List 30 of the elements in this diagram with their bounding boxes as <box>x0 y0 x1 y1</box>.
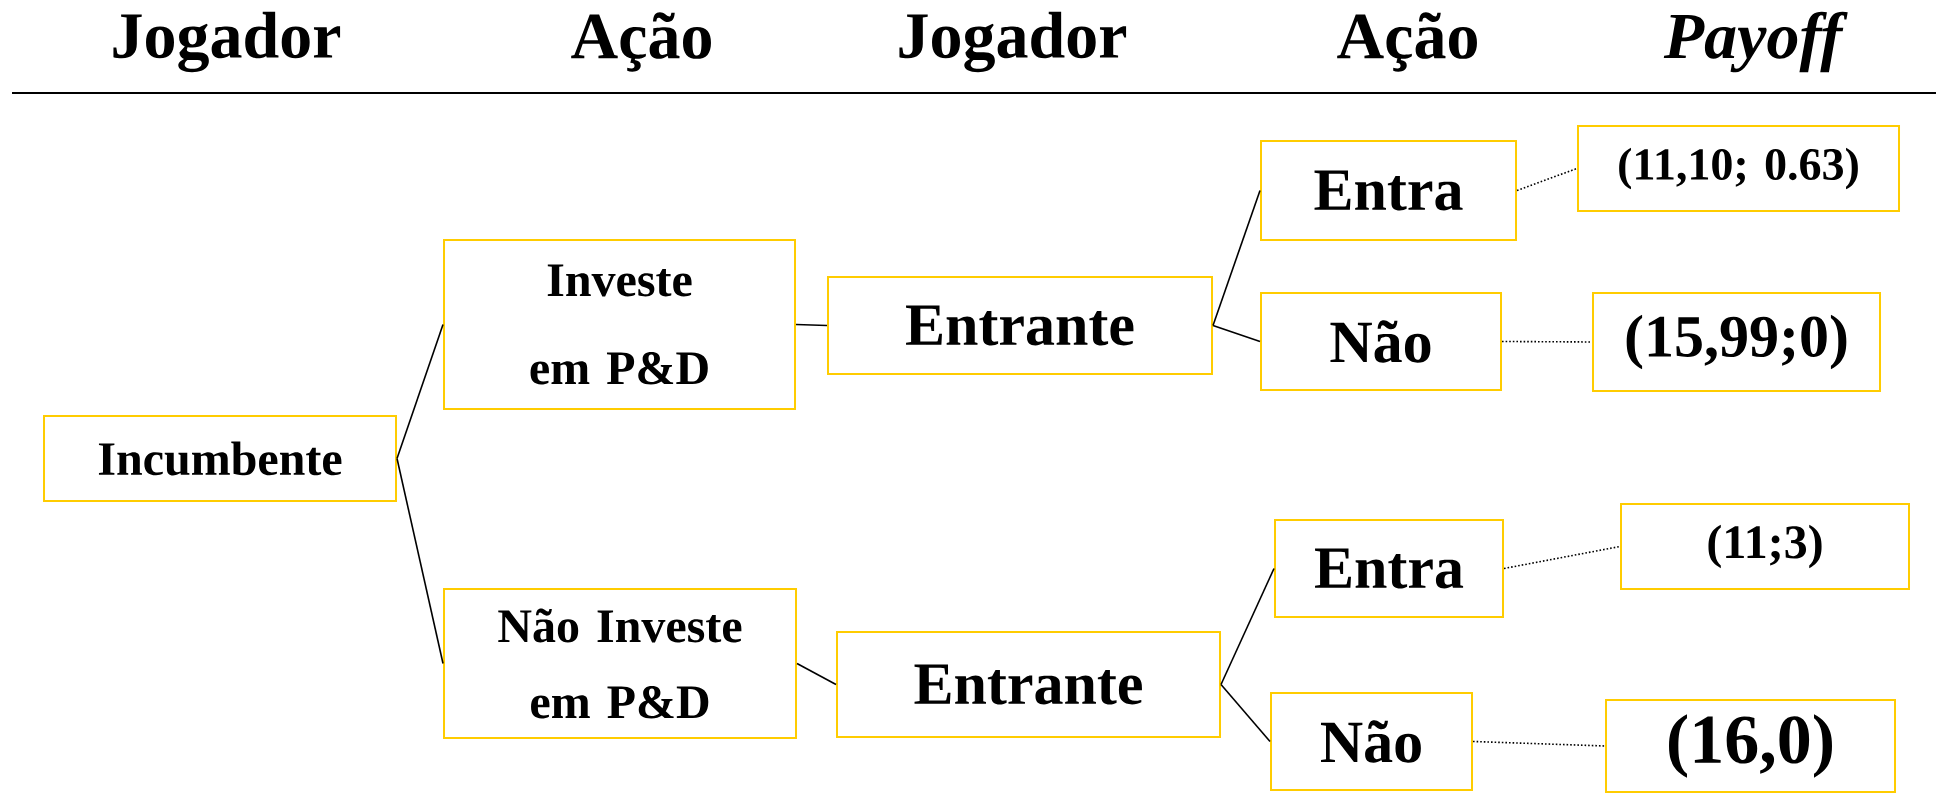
text-box: Entrante <box>836 631 1221 738</box>
tree-branch <box>1220 567 1275 686</box>
text-box: Entrante <box>827 276 1213 375</box>
tree-branch <box>1220 683 1271 743</box>
tree-branch <box>396 323 444 460</box>
dotted-connector <box>1516 167 1578 192</box>
text-box: (11;3) <box>1620 503 1910 590</box>
text-box: Não <box>1260 292 1502 391</box>
tree-branch <box>1212 189 1261 327</box>
text-box: Incumbente <box>43 415 397 502</box>
column-header: Jogador <box>113 11 341 73</box>
column-header: Jogador <box>899 11 1127 73</box>
dotted-connector <box>1501 340 1593 343</box>
text-box: Não Investe em P&D <box>443 588 797 739</box>
text-box: (15,99;0) <box>1592 292 1881 392</box>
text-box: Entra <box>1260 140 1517 241</box>
tree-branch <box>1212 324 1261 343</box>
dotted-connector <box>1503 545 1621 570</box>
tree-branch <box>396 457 444 665</box>
column-header: Ação <box>571 12 711 72</box>
tree-branch <box>795 323 828 327</box>
column-header: Ação <box>1337 12 1477 72</box>
text-box: Não <box>1270 692 1473 791</box>
text-box: (11,10; 0.63) <box>1577 125 1900 212</box>
text-box: Investe em P&D <box>443 239 796 410</box>
column-header: Payoff <box>1663 11 1848 73</box>
tree-branch <box>796 662 837 686</box>
dotted-connector <box>1472 740 1606 747</box>
text-box: (16,0) <box>1605 699 1896 793</box>
text-box: Entra <box>1274 519 1504 618</box>
